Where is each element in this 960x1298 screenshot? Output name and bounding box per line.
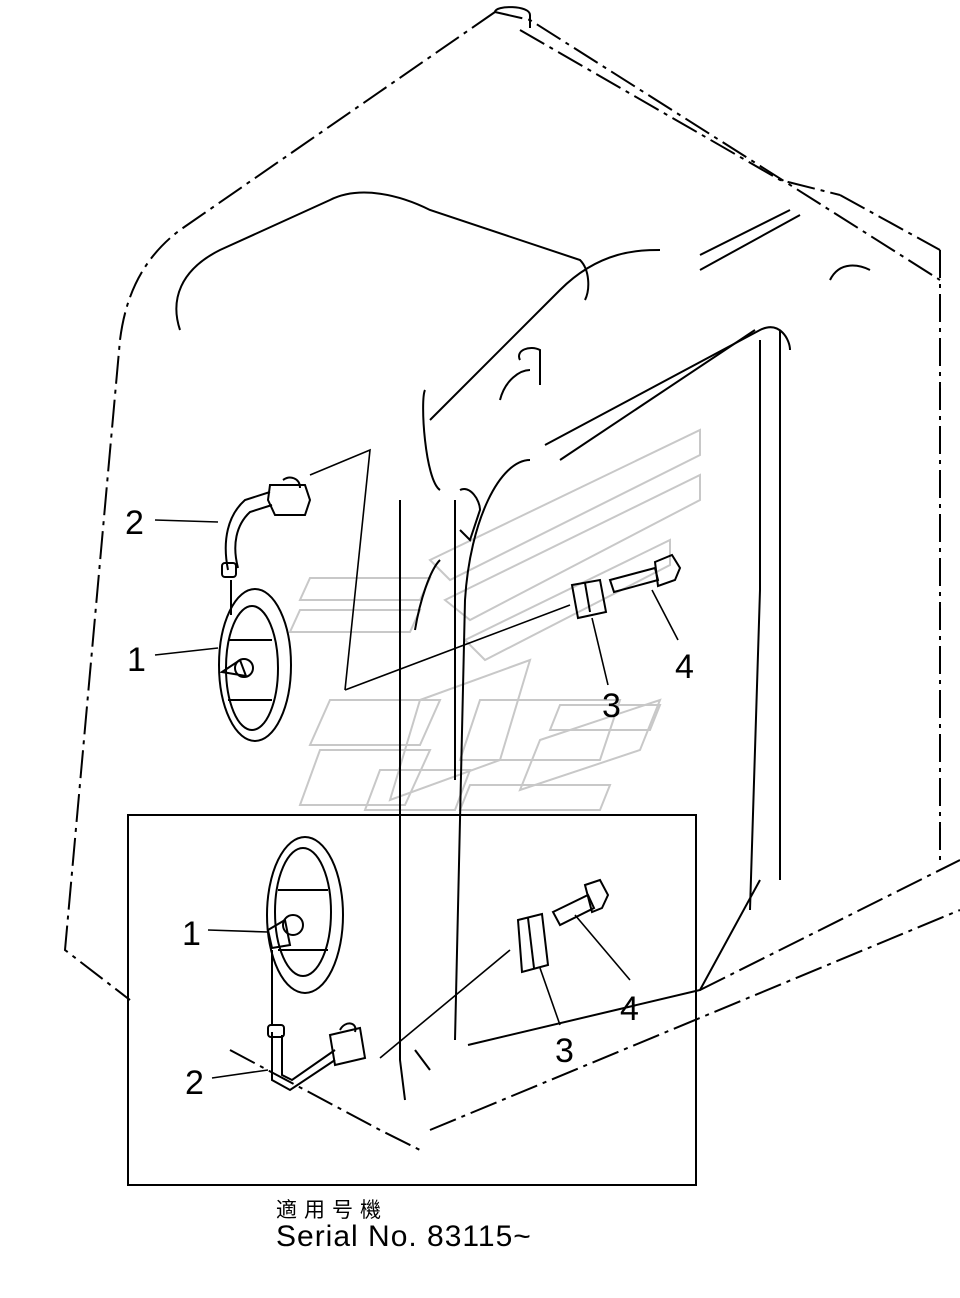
part-4-bolt-inset (551, 878, 610, 927)
serial-number-label: Serial No. 83115~ (276, 1220, 532, 1253)
part-2-stay-upper (221, 476, 312, 578)
inset-frame (127, 814, 697, 1186)
callout-4-upper: 4 (675, 648, 694, 686)
part-4-bolt-upper (608, 553, 682, 594)
callout-1-upper: 1 (127, 641, 146, 679)
part-1-mirror-upper (218, 580, 292, 742)
serial-label-japanese: 適用号機 (276, 1198, 388, 1222)
callout-2-upper: 2 (125, 504, 144, 542)
part-3-clamp-inset (516, 912, 550, 974)
callout-3-inset: 3 (555, 1032, 574, 1070)
part-1-mirror-inset (266, 836, 344, 1025)
callout-2-inset: 2 (185, 1064, 204, 1102)
logo-watermark (288, 428, 701, 811)
mount-lines (309, 448, 571, 1059)
cab-structure (175, 6, 871, 1101)
cab-outline (63, 11, 960, 1151)
callout-1-inset: 1 (182, 915, 201, 953)
callout-3-upper: 3 (602, 687, 621, 725)
callout-leaders (154, 519, 679, 1079)
part-3-clamp-upper (570, 578, 608, 620)
part-2-stay-inset (267, 1022, 367, 1092)
callout-4-inset: 4 (620, 990, 639, 1028)
